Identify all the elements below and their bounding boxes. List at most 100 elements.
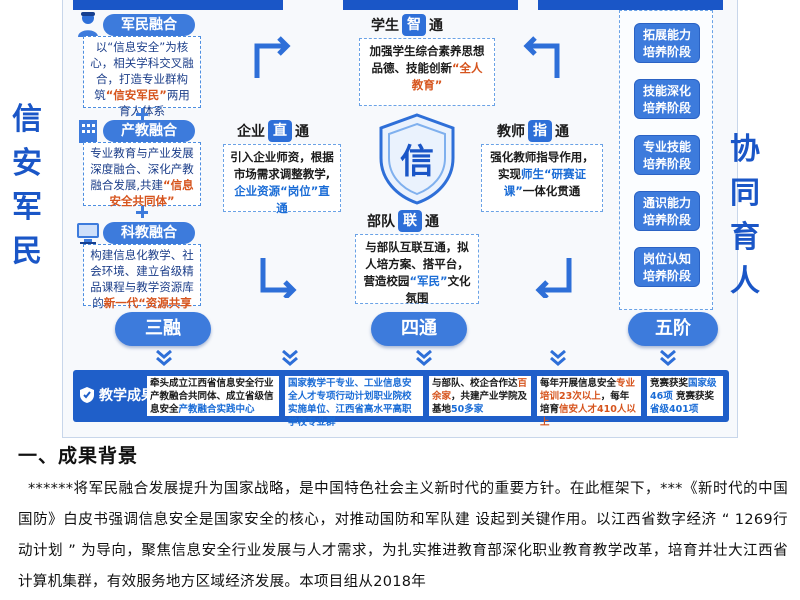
san-rong-text-box: 专业教育与产业发展深度融合、深化产教融合发展,共建“信息安全共同体” — [83, 142, 201, 208]
text-run: 加强学生综合素养思想品德、技能创新 — [369, 44, 485, 75]
outcome-cell: 牵头成立江西省信息安全行业产教融合共同体、成立省级信息安全产教融合实践中心 — [147, 376, 279, 416]
si-tong-text-box: 加强学生综合素养思想品德、技能创新“全人教育” — [359, 38, 495, 106]
text-run: 一体化贯通 — [522, 184, 581, 198]
text-run: 师生“研赛证课” — [503, 167, 587, 198]
right-vertical-title: 协同育人 — [725, 128, 765, 304]
top-bar — [343, 0, 518, 10]
text-run: 省级401项 — [650, 404, 699, 415]
outcome-cell: 竞赛获奖国家级46项 竞赛获奖省级401项 — [647, 376, 723, 416]
body-text: ******将军民融合发展提升为国家战略，是中国特色社会主义新时代的重要方针。在… — [18, 474, 788, 598]
text-run: 专业教育与产业发展深度融合、深化产教融合发展,共建 — [90, 146, 194, 192]
text-run: 百余家 — [432, 378, 528, 402]
corner-arrow-icon — [259, 252, 303, 300]
chevron-down-icon — [415, 349, 433, 366]
text-run: 产教融合实践中心 — [178, 404, 255, 415]
corner-arrow-icon — [521, 36, 565, 82]
tong-badge: 直 — [268, 120, 292, 142]
text-run: 竞赛获奖 — [650, 378, 689, 389]
si-tong-text-box: 与部队互联互通，拟人培方案、搭平台，营造校园“军民”文化氛围 — [355, 234, 479, 305]
text-run: 国家教学干专业、工业信息安全人才专项行动计划职业院校实施单位、江西省高水平高职学… — [288, 378, 412, 428]
text-run: 与部队互联互通，拟人培方案、搭平台，营造校园 — [363, 240, 469, 288]
text-run: 强化教师指导作用，实现 — [490, 150, 594, 181]
tong-suffix: 通 — [295, 124, 309, 140]
chevron-down-icon — [549, 349, 567, 366]
text-run: 牵头成立江西省信息安全行业产教融合共同体、成立省级信息安全 — [150, 378, 274, 415]
body-paragraph: ******将军民融合发展提升为国家战略，是中国特色社会主义新时代的重要方针。在… — [18, 481, 788, 590]
stage-line: 培养阶段 — [642, 101, 691, 115]
outcome-cell: 国家教学干专业、工业信息安全人才专项行动计划职业院校实施单位、江西省高水平高职学… — [285, 376, 423, 428]
stage-line: 培养阶段 — [642, 269, 691, 283]
vertical-char: 育 — [730, 220, 760, 255]
text-run: 与部队、校企合作达 — [432, 378, 518, 389]
center-glyph: 信 — [400, 142, 434, 182]
text-run: 专业培训23次以上 — [540, 378, 636, 402]
si-tong-text-box: 引入企业师资，根据市场需求调整教学,企业资源“岗位”直通 — [223, 144, 341, 215]
chevron-down-icon — [659, 349, 677, 366]
outcome-cell: 与部队、校企合作达百余家，共建产业学院及基地50多家 — [429, 376, 531, 416]
tong-name: 企业 — [237, 124, 265, 140]
si-tong-title: 教师指通 — [497, 120, 569, 142]
si-tong-title: 学生智通 — [371, 14, 443, 36]
shield-icon — [80, 387, 94, 403]
vertical-char: 军 — [12, 190, 42, 225]
tong-suffix: 通 — [429, 18, 443, 34]
tong-name: 部队 — [367, 214, 395, 230]
chevron-down-icon — [281, 349, 299, 366]
text-run: 以“信息安全”为核心，相关学科交叉融合，打造专业群构筑 — [90, 40, 194, 102]
text-run: ，共建产业学院及基地 — [432, 391, 528, 415]
tong-name: 教师 — [497, 124, 525, 140]
text-run: 企业资源“岗位”直通 — [234, 184, 330, 215]
text-run: 50多家 — [451, 404, 484, 415]
text-run: “军民” — [409, 274, 448, 288]
stage-line: 岗位认知 — [642, 252, 691, 266]
vertical-char: 信 — [12, 102, 42, 137]
wu-jie-stage: 技能深化培养阶段 — [634, 79, 700, 119]
plus-icon — [136, 108, 148, 120]
top-bar — [73, 0, 283, 10]
text-run: 文化氛围 — [405, 274, 471, 305]
stage-line: 培养阶段 — [642, 157, 691, 171]
san-rong-title: 产教融合 — [103, 120, 195, 142]
si-tong-text-box: 强化教师指导作用，实现师生“研赛证课”一体化贯通 — [481, 144, 603, 212]
soldier-icon — [75, 10, 101, 38]
stage-line: 拓展能力 — [642, 28, 691, 42]
text-run: “全人教育” — [411, 61, 483, 92]
wu-jie-label: 五阶 — [628, 312, 718, 346]
plus-icon — [136, 206, 148, 218]
tong-badge: 指 — [528, 120, 552, 142]
tong-suffix: 通 — [425, 214, 439, 230]
wu-jie-stage: 拓展能力培养阶段 — [634, 23, 700, 63]
si-tong-title: 部队联通 — [367, 210, 439, 232]
text-run: 每年开展信息安全 — [540, 378, 617, 389]
section-heading: 一、成果背景 — [18, 445, 139, 467]
left-vertical-title: 信安军民 — [7, 98, 47, 274]
vertical-char: 安 — [12, 146, 42, 181]
san-rong-text-box: 以“信息安全”为核心，相关学科交叉融合，打造专业群构筑“信安军民”两用育人体系 — [83, 36, 201, 118]
san-rong-title: 科教融合 — [103, 222, 195, 244]
outcomes-band: 教学成果 牵头成立江西省信息安全行业产教融合共同体、成立省级信息安全产教融合实践… — [73, 370, 729, 428]
shield-icon: 信 — [377, 112, 457, 206]
text-run: 竞赛获奖 — [672, 391, 715, 402]
tong-badge: 智 — [402, 14, 426, 36]
text-run: 信安人才410人以上 — [540, 404, 636, 428]
building-icon — [75, 116, 101, 144]
text-run: “信息安全共同体” — [109, 178, 194, 208]
top-bar — [538, 0, 723, 10]
outcomes-label-text: 教学成果 — [99, 388, 155, 404]
wu-jie-stage: 岗位认知培养阶段 — [634, 247, 700, 287]
outcomes-label: 教学成果 — [79, 385, 155, 405]
san-rong-title: 军民融合 — [103, 14, 195, 36]
si-tong-title: 企业直通 — [237, 120, 309, 142]
vertical-char: 民 — [12, 234, 42, 269]
wu-jie-stage: 专业技能培养阶段 — [634, 135, 700, 175]
stage-line: 技能深化 — [642, 84, 691, 98]
corner-arrow-icon — [533, 252, 577, 300]
text-run: 构建信息化教学、社会环境、建立省级精品课程与教学资源库的 — [90, 248, 194, 310]
stage-line: 通识能力 — [642, 196, 691, 210]
vertical-char: 人 — [730, 264, 760, 299]
san-rong-text-box: 构建信息化教学、社会环境、建立省级精品课程与教学资源库的新一代“资源共享平台” — [83, 244, 201, 326]
tong-name: 学生 — [371, 18, 399, 34]
tong-badge: 联 — [398, 210, 422, 232]
corner-arrow-icon — [253, 36, 297, 82]
wu-jie-column: 拓展能力培养阶段技能深化培养阶段专业技能培养阶段通识能力培养阶段岗位认知培养阶段 — [619, 10, 713, 310]
